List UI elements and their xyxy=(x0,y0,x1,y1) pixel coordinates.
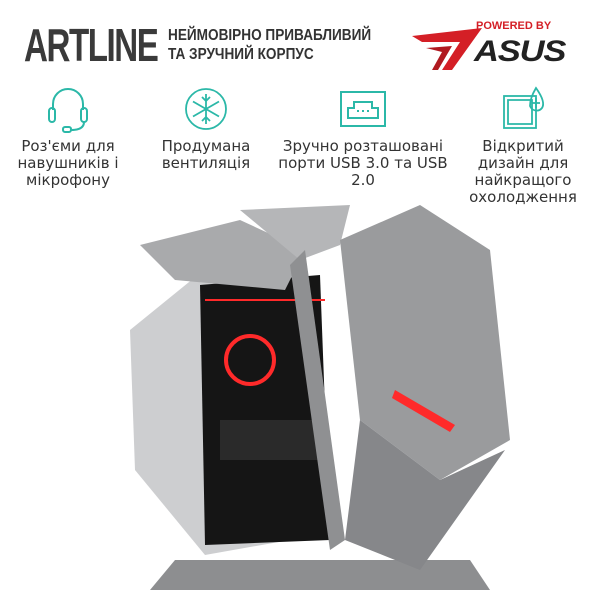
snowflake-icon xyxy=(185,88,227,130)
tagline-line2: ТА ЗРУЧНИЙ КОРПУС xyxy=(168,46,314,63)
tagline-line1: НЕЙМОВІРНО ПРИВАБЛИВИЙ xyxy=(168,27,372,44)
asus-wing-icon xyxy=(412,28,482,70)
usb-port-icon xyxy=(340,91,386,127)
cpu-cooler-led xyxy=(224,334,276,386)
feature-open-design: Відкритий дизайн для найкращого охолодже… xyxy=(456,84,590,206)
asus-name: ASUS xyxy=(474,35,566,68)
feature-text: Роз'єми для навушників і мікрофону xyxy=(17,137,119,189)
feature-text: Зручно розташовані порти USB 3.0 та USB … xyxy=(278,137,448,189)
top-wing-left xyxy=(140,220,305,290)
artline-logo: ARTLINE xyxy=(24,19,159,71)
feature-ventilation: Продумана вентиляція xyxy=(142,84,270,172)
right-lower-panel xyxy=(345,420,505,570)
tagline: НЕЙМОВІРНО ПРИВАБЛИВИЙ ТА ЗРУЧНИЙ КОРПУС xyxy=(168,26,371,64)
case-stand xyxy=(150,560,490,590)
right-panel xyxy=(340,205,510,480)
open-case-cooling-icon xyxy=(503,86,545,129)
feature-headset: Роз'єми для навушників і мікрофону xyxy=(0,84,136,189)
graphics-card xyxy=(220,420,320,460)
feature-text: Відкритий дизайн для найкращого охолодже… xyxy=(469,137,577,206)
top-wing-center xyxy=(240,205,350,260)
feature-text: Продумана вентиляція xyxy=(161,137,251,172)
led-strip xyxy=(392,390,455,432)
headset-icon xyxy=(48,88,88,133)
powered-by-label: POWERED BY xyxy=(476,20,552,32)
feature-usb: Зручно розташовані порти USB 3.0 та USB … xyxy=(276,84,450,189)
frame-rail xyxy=(290,250,345,550)
powered-by-asus-logo: POWERED BY ASUS xyxy=(412,20,592,74)
